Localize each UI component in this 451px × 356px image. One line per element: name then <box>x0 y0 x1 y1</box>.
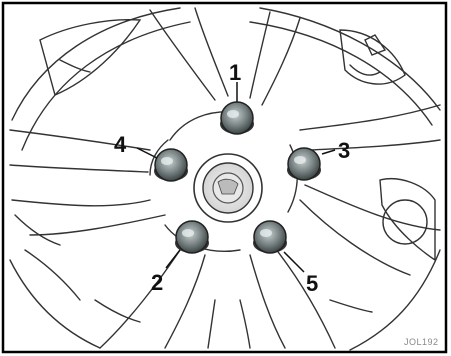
callout-3: 3 <box>338 138 350 163</box>
wheel-nut-5 <box>253 221 287 253</box>
wheel-nut-2 <box>175 221 209 253</box>
callout-5: 5 <box>306 271 318 296</box>
callout-4: 4 <box>114 132 127 157</box>
figure-reference-code: JOL192 <box>404 337 439 347</box>
hub-cap <box>194 154 262 222</box>
wheel-nut-1 <box>220 102 254 134</box>
wheel-nut-3 <box>287 148 321 180</box>
callout-1: 1 <box>229 60 241 85</box>
wheel-nut-4 <box>154 149 188 181</box>
callout-2: 2 <box>151 270 163 295</box>
